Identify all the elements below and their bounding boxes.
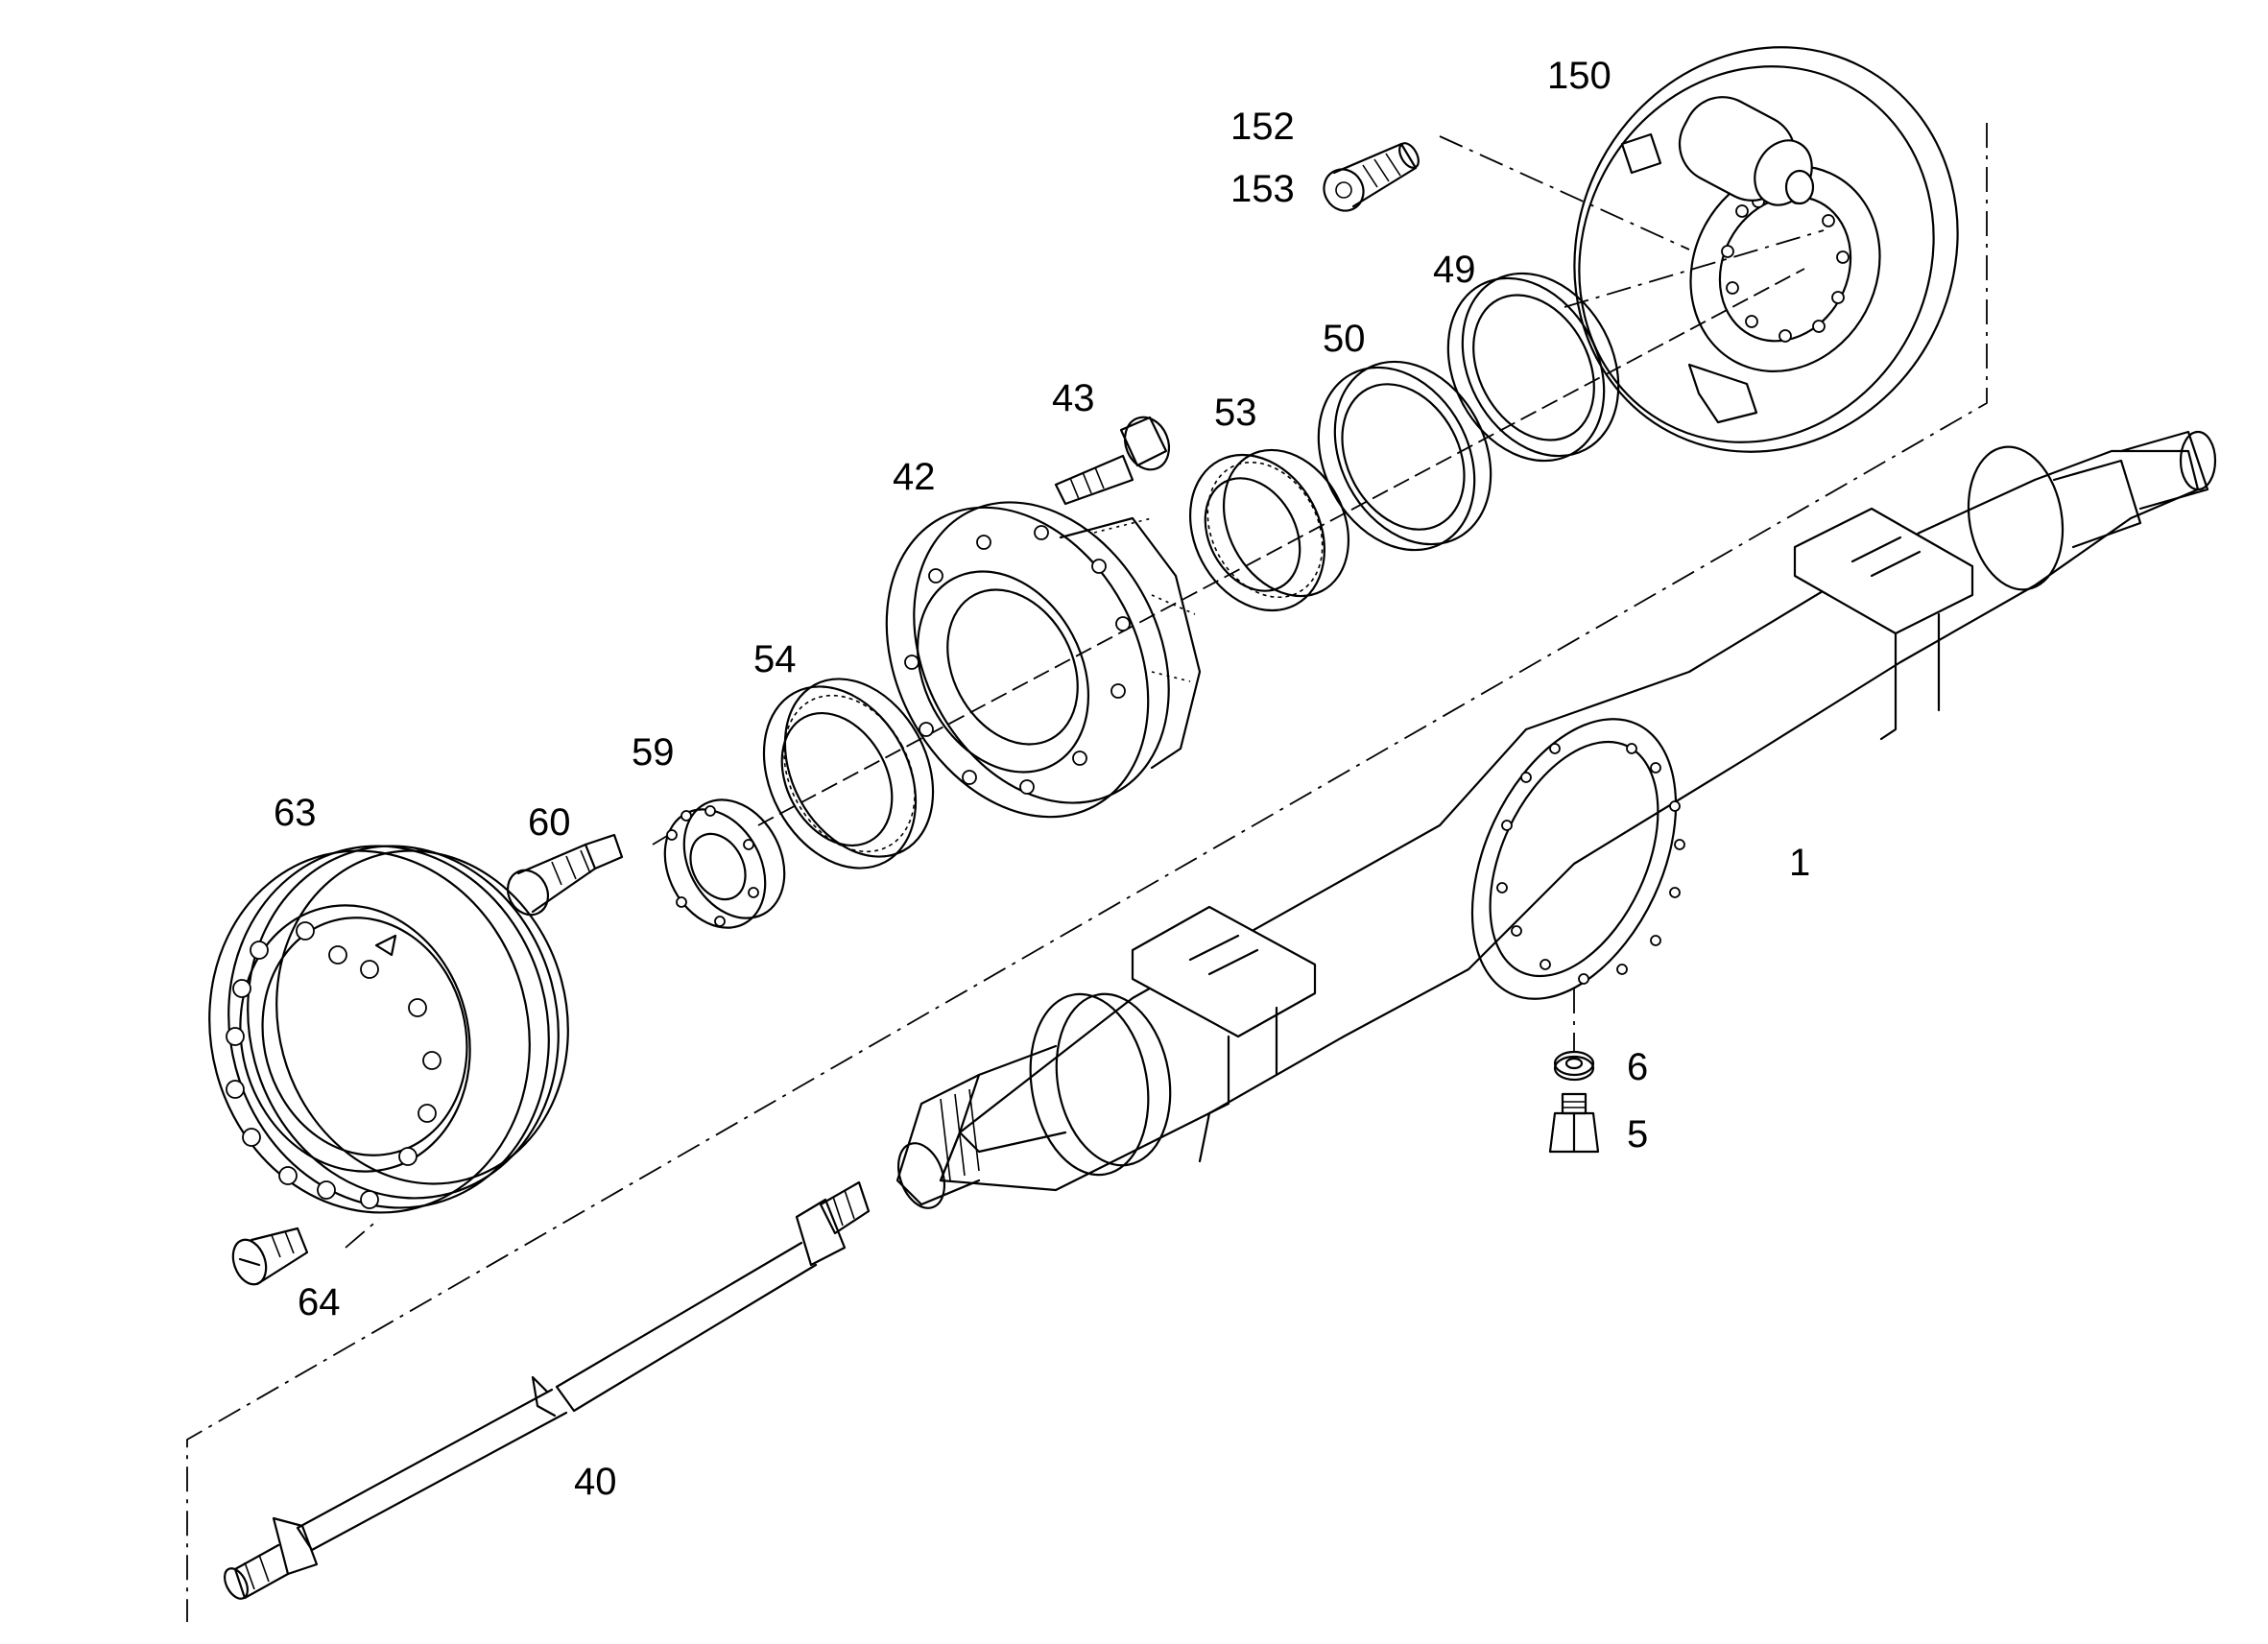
washer-part-6 — [1553, 1050, 1595, 1082]
callout-40: 40 — [574, 1461, 617, 1503]
roller-bearing-part-54 — [762, 678, 935, 870]
callout-5: 5 — [1627, 1113, 1648, 1156]
axle-shaft-part-40 — [223, 1180, 871, 1600]
roller-bearing-part-53 — [1188, 448, 1350, 612]
callout-42: 42 — [893, 456, 936, 498]
explode-axis — [652, 268, 1805, 846]
race-ring-part-49 — [1446, 272, 1620, 463]
callout-49: 49 — [1433, 249, 1476, 291]
callout-labels: 150 152 153 49 50 43 53 42 54 59 63 60 1… — [274, 55, 1810, 1503]
callout-50: 50 — [1323, 318, 1366, 360]
callout-53: 53 — [1214, 392, 1257, 434]
screw-part-152-153 — [1323, 142, 1420, 212]
callout-6: 6 — [1627, 1046, 1648, 1088]
callout-63: 63 — [274, 792, 317, 834]
plug-part-5 — [1548, 1092, 1600, 1154]
hub-part-42 — [885, 501, 1202, 819]
screw-part-60 — [506, 833, 624, 917]
screw-part-64 — [231, 1227, 309, 1286]
assembly-boundary — [186, 123, 1988, 1622]
callout-43: 43 — [1052, 377, 1095, 419]
callout-150: 150 — [1547, 55, 1611, 97]
callout-152: 152 — [1230, 106, 1295, 148]
washer-part-59 — [663, 798, 786, 929]
axle-housing-part-1 — [895, 430, 2217, 1209]
callout-60: 60 — [528, 801, 571, 844]
brake-assembly-part-150 — [1573, 46, 1959, 453]
callout-59: 59 — [632, 731, 675, 774]
bolt-part-43 — [1054, 416, 1171, 506]
callout-1: 1 — [1789, 842, 1810, 884]
callout-153: 153 — [1230, 168, 1295, 210]
callout-64: 64 — [298, 1281, 341, 1323]
brake-drum-part-63 — [208, 845, 569, 1214]
race-ring-part-50 — [1317, 360, 1492, 552]
callout-54: 54 — [753, 638, 797, 680]
